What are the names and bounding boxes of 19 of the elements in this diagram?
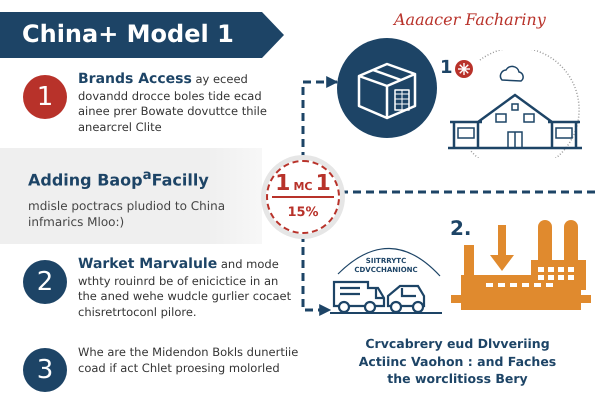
band-text: mdisle poctracs pludiod to China infmarics Mloo:) <box>28 198 226 230</box>
number-badge: 3 <box>23 348 67 392</box>
caption-text: Crvcabrery eud Dlvveriing Actiinc Vaohon : and Faches the worclitioss Bery <box>358 335 558 388</box>
highlight-band <box>0 148 262 244</box>
step-number: 2. <box>450 216 472 240</box>
item-text: Brands Access ay eceed dovandd drocce boles tide ecad ainee prer Bowate dovuttce thile anearcrel Clite <box>78 70 268 136</box>
item-text: Warket Marvalule and mode wthty rouinrd be of enicictice in an the aned wehe wudcle gurlier cocaet chisretrtoconl pilore. <box>78 255 292 320</box>
circle-label: MC <box>293 181 313 194</box>
circle-number: 1 <box>275 172 290 196</box>
step-number: 1 <box>440 57 453 78</box>
title-text: China+ Model 1 <box>22 20 234 48</box>
number-badge: 2 <box>23 260 67 304</box>
circle-number: 1 <box>316 172 331 196</box>
percentage-text: 15% <box>286 205 320 220</box>
section-heading: Aaaacer Facharinу <box>392 10 548 29</box>
box-icon <box>337 38 437 138</box>
item-text: Whe are the Midendon Bokls dunertiie coad if act Chlet proesing molorled <box>78 345 300 376</box>
band-heading: Adding Baop$^{a}$Facilly <box>28 168 209 190</box>
number-badge: 1 <box>23 75 67 119</box>
